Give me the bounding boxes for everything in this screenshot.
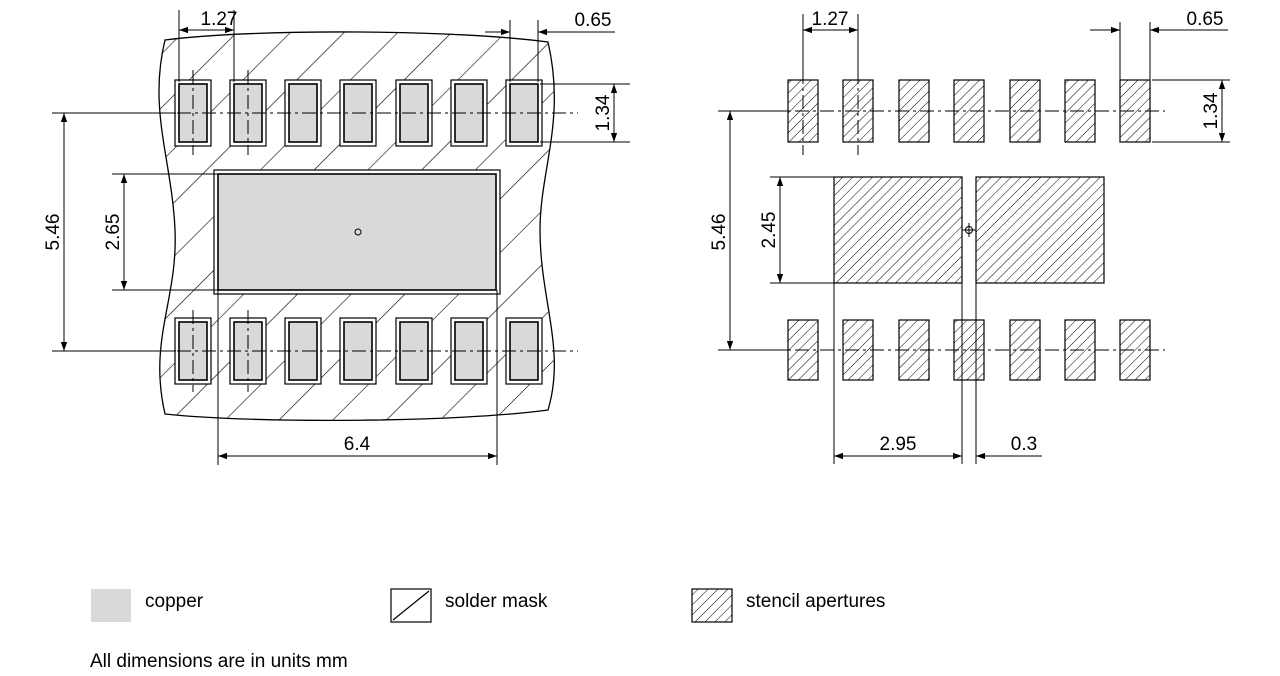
- label-pad-width-left: 0.65: [575, 10, 612, 31]
- thermal-aperture-left: [833, 176, 963, 284]
- thermal-aperture-right: [975, 176, 1105, 284]
- label-aperture-height: 2.45: [759, 212, 780, 249]
- left-center-lines: [152, 70, 578, 392]
- right-dimensions: [718, 14, 1230, 464]
- left-view: 1.27 0.65 1.34 5.46 2.65 6.4: [43, 9, 630, 465]
- stencil-swatch: [691, 588, 733, 623]
- legend-stencil-label: stencil apertures: [746, 591, 886, 612]
- left-dimensions: [52, 10, 630, 465]
- label-pad-width-right: 0.65: [1187, 9, 1224, 30]
- legend-copper-label: copper: [145, 591, 204, 612]
- label-row-span-right: 5.46: [709, 214, 730, 251]
- thermal-pad: [217, 173, 497, 291]
- crosshair-mark: [962, 223, 976, 237]
- thermal-pad-center-mark: [354, 228, 362, 236]
- label-pitch-left: 1.27: [201, 9, 238, 30]
- label-pad-length-right: 1.34: [1201, 92, 1222, 129]
- label-row-span-left: 5.46: [43, 214, 64, 251]
- label-pitch-right: 1.27: [812, 9, 849, 30]
- right-view: 1.27 0.65 1.34 5.46 2.45 2.95 0.3: [709, 9, 1230, 464]
- solder-mask-swatch: [390, 588, 432, 623]
- legend-swatches: [91, 588, 733, 623]
- label-pad-length-left: 1.34: [593, 94, 614, 131]
- right-center-lines: [720, 70, 1165, 351]
- label-aperture-gap: 0.3: [1011, 434, 1037, 455]
- label-thermal-height: 2.65: [103, 214, 124, 251]
- label-thermal-width: 6.4: [344, 434, 371, 455]
- legend-solder-mask-label: solder mask: [445, 591, 548, 612]
- label-aperture-width: 2.95: [880, 434, 917, 455]
- units-note: All dimensions are in units mm: [90, 651, 348, 672]
- copper-swatch: [91, 589, 131, 622]
